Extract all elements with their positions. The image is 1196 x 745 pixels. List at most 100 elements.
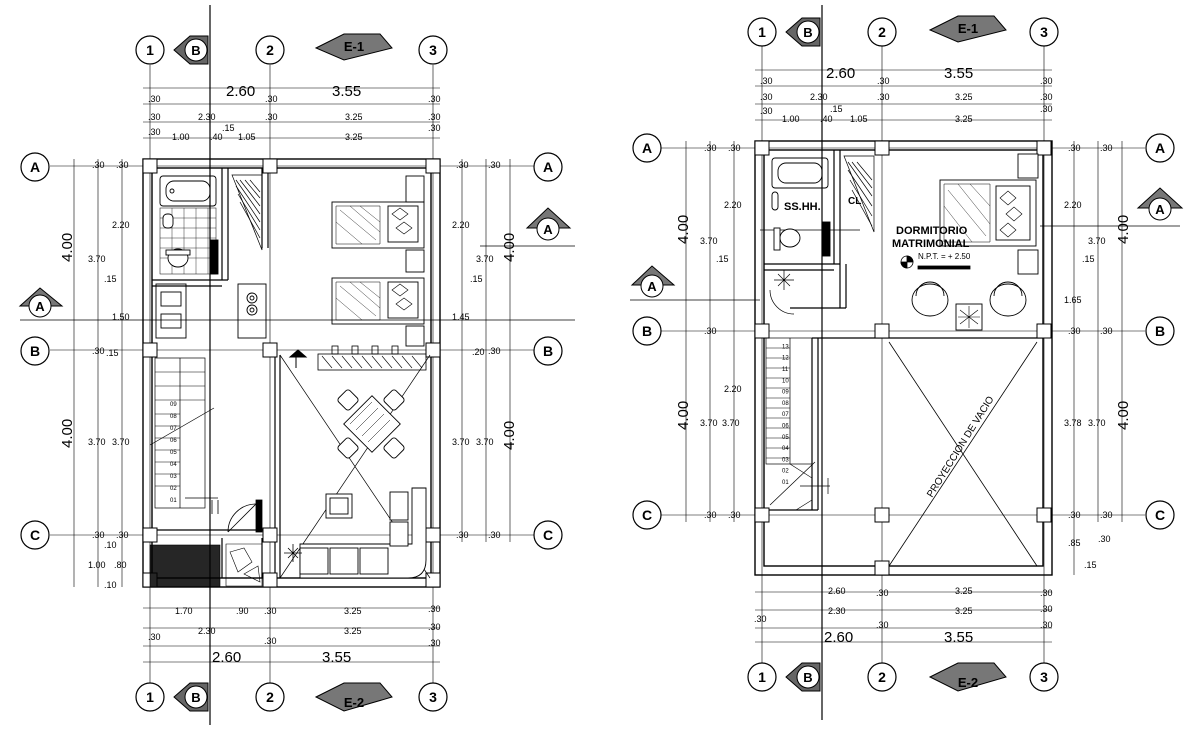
dim-r-145: 1.45 xyxy=(452,312,470,322)
stair-step-number: 09 xyxy=(170,402,177,408)
label-void: PROYECCION DE VACIO xyxy=(925,394,996,499)
section-b-top: B xyxy=(191,43,200,58)
stair-step-number: 07 xyxy=(782,412,789,418)
stair-step-number: 08 xyxy=(170,414,177,420)
dimension-lines xyxy=(685,69,1123,643)
dim-b325a: 3.25 xyxy=(344,606,362,616)
stair-step-number: 02 xyxy=(782,469,789,475)
staircase xyxy=(765,337,830,511)
section-e1: E-1 xyxy=(958,21,978,36)
dim-b30b: .30 xyxy=(876,620,889,630)
axis-3-bottom: 3 xyxy=(1040,669,1048,685)
stair-step-number: 11 xyxy=(782,367,789,373)
interior-walls xyxy=(764,150,1043,511)
dim-b230: 2.30 xyxy=(198,626,216,636)
dim-b30f: .30 xyxy=(428,604,441,614)
dim-400a: 4.00 xyxy=(675,215,692,244)
stair-step-number: 09 xyxy=(782,390,789,396)
dim-total-b: 3.55 xyxy=(944,65,973,82)
dim-370c: 3.70 xyxy=(722,418,740,428)
closet-hatch xyxy=(843,155,875,233)
axis-1-bottom: 1 xyxy=(146,689,154,705)
axis-3-top: 3 xyxy=(429,42,437,58)
axis-2-top: 2 xyxy=(266,42,274,58)
beds xyxy=(331,175,425,347)
dim-r3c: .40 xyxy=(210,132,223,142)
stair-step-number: 06 xyxy=(170,438,177,444)
stair-step-number: 01 xyxy=(782,480,789,486)
section-e2: E-2 xyxy=(344,695,364,710)
dim-r3b: 1.00 xyxy=(172,132,190,142)
garden-hatch xyxy=(149,543,263,588)
dim-r-378: 3.78 xyxy=(1064,418,1082,428)
axis-2-bottom: 2 xyxy=(266,689,274,705)
bathroom-fixtures xyxy=(159,175,219,275)
dim-r2e: .30 xyxy=(1040,92,1053,102)
dim-c30: .30 xyxy=(92,530,105,540)
dim-r2a: .30 xyxy=(148,112,161,122)
dim-s30b: .30 xyxy=(265,94,278,104)
section-markers: B B E-1 E-2 A A xyxy=(18,33,572,712)
dim-r3d: .15 xyxy=(830,104,843,114)
dim-370c: 3.70 xyxy=(112,437,130,447)
stair-step-number: 12 xyxy=(782,356,789,362)
entry-door xyxy=(211,499,263,533)
dim-total-a: 2.60 xyxy=(826,65,855,82)
axis-b-left: B xyxy=(642,323,652,339)
stair-step-number: 03 xyxy=(170,474,177,480)
stair-step-number: 06 xyxy=(782,424,789,430)
dim-15: .15 xyxy=(104,274,117,284)
dim-b-total-b: 3.55 xyxy=(322,649,351,666)
dim-15: .15 xyxy=(716,254,729,264)
axis-c-right: C xyxy=(1155,507,1165,523)
dim-c30b: .30 xyxy=(728,510,741,520)
dimension-lines xyxy=(73,87,511,663)
axis-b-right: B xyxy=(1155,323,1165,339)
stair-step-number: 01 xyxy=(170,498,177,504)
dim-r3f: 3.25 xyxy=(955,114,973,124)
dim-b-total-a: 2.60 xyxy=(212,649,241,666)
dim-400b: 4.00 xyxy=(59,419,76,448)
dim-370a: 3.70 xyxy=(88,254,106,264)
dim-r-370a: 3.70 xyxy=(476,254,494,264)
label-room-2: MATRIMONIAL xyxy=(892,238,970,250)
axis-a-left: A xyxy=(642,140,652,156)
section-a-right: A xyxy=(543,222,553,237)
dim-r-b30b: .30 xyxy=(1100,326,1113,336)
dim-top30b: .30 xyxy=(116,160,129,170)
dim-220: 2.20 xyxy=(112,220,130,230)
dim-220b: 2.20 xyxy=(724,384,742,394)
dim-100: 1.00 xyxy=(88,560,106,570)
dim-r-400b: 4.00 xyxy=(1115,401,1132,430)
section-e2: E-2 xyxy=(958,675,978,690)
dim-r-165: 1.65 xyxy=(1064,295,1082,305)
dim-r-t30a: .30 xyxy=(1068,143,1081,153)
dim-b30c: .30 xyxy=(264,636,277,646)
dim-r3e: 1.05 xyxy=(850,114,868,124)
dim-r-c30a: .30 xyxy=(1068,510,1081,520)
dim-r-t30b: .30 xyxy=(488,160,501,170)
dim-b15: .15 xyxy=(106,348,119,358)
plant xyxy=(284,544,302,562)
dim-r-370b: 3.70 xyxy=(1088,418,1106,428)
axis-a-left: A xyxy=(30,159,40,175)
dim-total-b: 3.55 xyxy=(332,83,361,100)
dining-table xyxy=(337,389,405,459)
bedroom-furniture xyxy=(911,153,1039,331)
dim-r-370c: 3.70 xyxy=(476,437,494,447)
dim-b170: 1.70 xyxy=(175,606,193,616)
dim-r2a: .30 xyxy=(760,92,773,102)
dim-r-c30b: .30 xyxy=(488,530,501,540)
exterior-walls xyxy=(142,158,441,588)
label-sshh: SS.HH. xyxy=(784,201,821,213)
dim-r3a: .30 xyxy=(760,106,773,116)
axis-c-right: C xyxy=(543,527,553,543)
level-marker xyxy=(900,255,971,270)
dim-r2c: .30 xyxy=(877,92,890,102)
dim-r-220: 2.20 xyxy=(452,220,470,230)
dim-r3b: 1.00 xyxy=(782,114,800,124)
section-b-top: B xyxy=(803,25,812,40)
